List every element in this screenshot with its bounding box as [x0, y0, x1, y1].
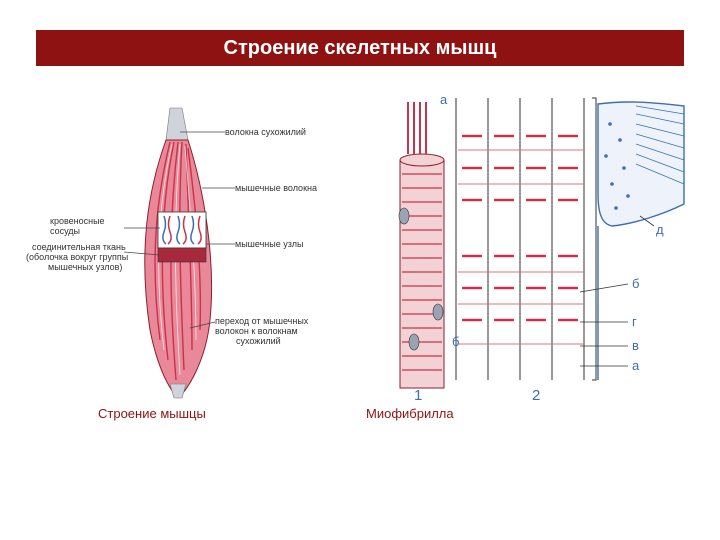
label-connective-tissue-3: мышечных узлов) [48, 262, 122, 272]
label-tendon-fibers: волокна сухожилий [225, 127, 306, 137]
letter-a-bottom: а [632, 358, 640, 373]
letter-v: в [632, 338, 639, 353]
number-2: 2 [532, 387, 540, 402]
letter-b-left: б [452, 334, 459, 349]
myofibril-figure: а д б г в а б 1 2 [384, 84, 696, 402]
label-connective-tissue-2: (оболочка вокруг группы [26, 252, 128, 262]
muscle-structure-figure: волокна сухожилий мышечные волокна крове… [20, 100, 350, 400]
label-connective-tissue-1: соединительная ткань [32, 242, 126, 252]
slide-title: Строение скелетных мышц [36, 30, 684, 66]
label-transition-3: сухожилий [236, 336, 281, 346]
letter-g: г [632, 314, 637, 329]
caption-muscle-structure: Строение мышцы [98, 406, 206, 421]
label-transition-2: волокон к волокнам [215, 326, 298, 336]
label-muscle-fibers: мышечные волокна [235, 183, 317, 193]
label-transition-1: переход от мышечных [215, 316, 308, 326]
letter-a-top: а [440, 92, 448, 107]
label-blood-vessels-2: сосуды [50, 226, 80, 236]
caption-myofibril: Миофибрилла [366, 406, 454, 421]
number-1: 1 [414, 387, 422, 402]
label-muscle-bundles: мышечные узлы [235, 239, 303, 249]
label-blood-vessels-1: кровеносные [50, 216, 105, 226]
myofibril-illustration: а д б г в а б 1 2 [384, 84, 696, 402]
letter-d: д [656, 222, 664, 237]
letter-b-right: б [632, 276, 639, 291]
